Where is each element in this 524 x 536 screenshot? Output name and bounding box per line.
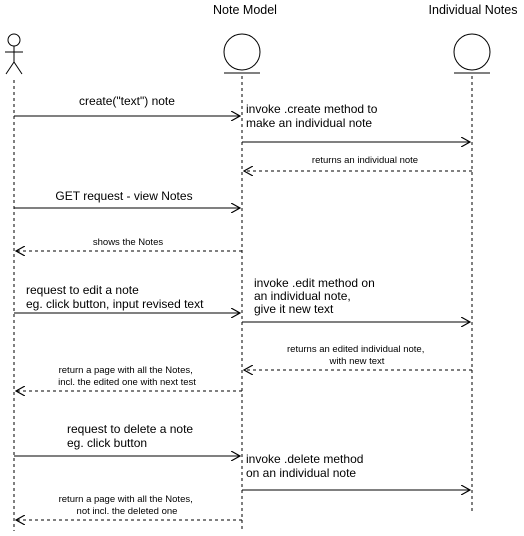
message-invoke-delete: invoke .delete method on an individual n… <box>242 452 470 490</box>
message-label: request to delete a note eg. click butto… <box>67 422 196 450</box>
message-create-note: create("text") note <box>14 94 240 116</box>
message-label: returns an individual note <box>312 155 418 166</box>
message-label: return a page with all the Notes, not in… <box>59 494 196 517</box>
user-actor-leg-right <box>13 61 23 75</box>
participant-note-model: Note Model <box>213 3 277 74</box>
message-edit-request: request to edit a note eg. click button,… <box>14 283 240 313</box>
message-invoke-create: invoke .create method to make an individ… <box>242 102 470 142</box>
message-label: returns an edited individual note, with … <box>287 344 427 367</box>
message-label: GET request - view Notes <box>55 189 192 203</box>
message-label: invoke .create method to make an individ… <box>246 102 381 130</box>
message-return-page-deleted: return a page with all the Notes, not in… <box>16 494 242 520</box>
participant-individual-notes: Individual Notes <box>429 3 518 74</box>
message-invoke-edit: invoke .edit method on an individual not… <box>242 276 470 322</box>
message-get-request: GET request - view Notes <box>14 189 240 208</box>
message-label: invoke .edit method on an individual not… <box>254 276 378 316</box>
message-delete-request: request to delete a note eg. click butto… <box>14 422 240 456</box>
message-shows-notes: shows the Notes <box>16 237 242 251</box>
note-model-entity-icon <box>223 33 261 71</box>
participant-user <box>5 33 23 75</box>
message-label: shows the Notes <box>93 237 163 248</box>
individual-notes-label: Individual Notes <box>429 3 518 17</box>
user-actor-head <box>7 33 21 47</box>
user-actor-leg-left <box>5 61 15 75</box>
message-return-page-edited: return a page with all the Notes, incl. … <box>16 365 242 391</box>
message-returns-edited-note: returns an edited individual note, with … <box>244 344 472 370</box>
note-model-label: Note Model <box>213 3 277 17</box>
message-label: invoke .delete method on an individual n… <box>246 452 367 480</box>
message-label: return a page with all the Notes, incl. … <box>58 365 196 388</box>
individual-notes-entity-icon <box>453 33 491 71</box>
message-label: request to edit a note eg. click button,… <box>26 283 204 311</box>
message-label: create("text") note <box>79 94 175 108</box>
message-returns-note: returns an individual note <box>244 155 472 171</box>
